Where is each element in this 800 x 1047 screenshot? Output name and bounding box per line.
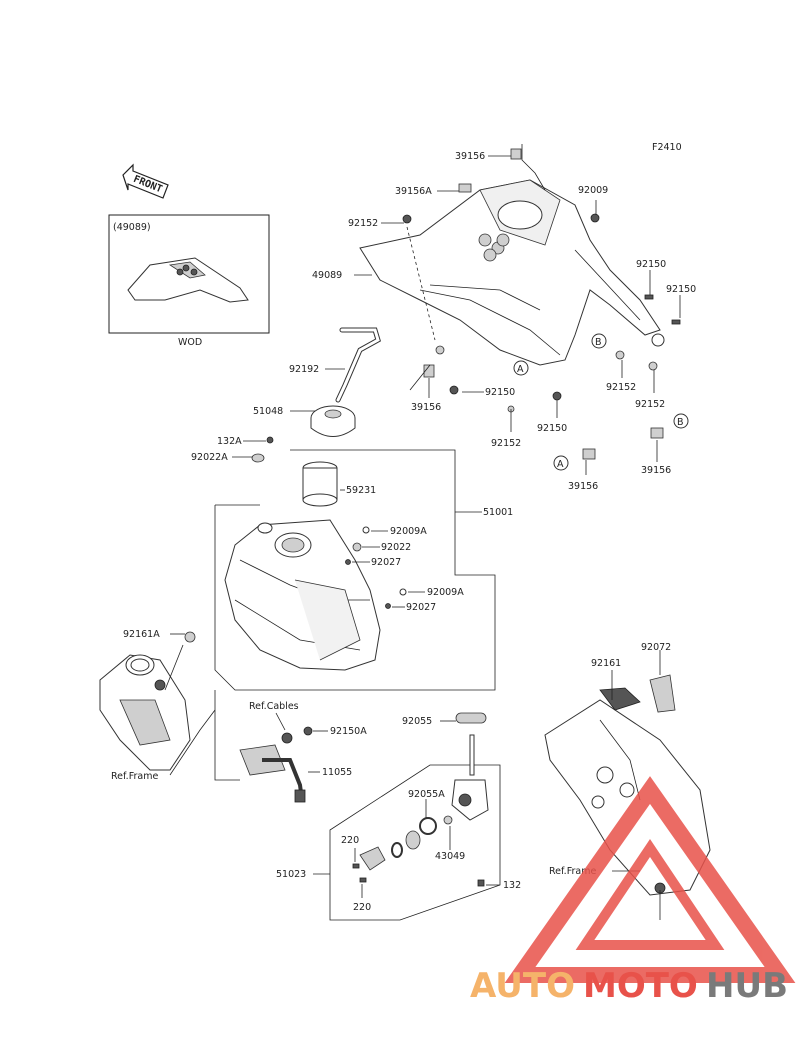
label-ref-cables: Ref.Cables: [249, 701, 299, 712]
callout-A2: A: [553, 455, 569, 471]
label-51023: 51023: [276, 869, 306, 880]
label-92150A: 92150A: [330, 726, 367, 737]
fasteners: [184, 213, 681, 744]
inset-title: (49089): [113, 222, 151, 233]
label-92161A: 92161A: [123, 629, 160, 640]
label-92192: 92192: [289, 364, 319, 375]
label-92150: 92150: [485, 387, 515, 398]
shroud-49089: [359, 179, 661, 366]
svg-text:A: A: [517, 364, 524, 375]
label-92022: 92022: [381, 542, 411, 553]
label-92027: 92027: [371, 557, 401, 568]
svg-text:A: A: [557, 459, 564, 470]
front-arrow-icon: FRONT: [122, 163, 169, 199]
fuel-cap: [310, 405, 356, 437]
leader-lines: [164, 144, 681, 920]
clips: [423, 148, 664, 460]
label-49089: 49089: [312, 270, 342, 281]
label-132: 132: [503, 880, 521, 891]
label-92009: 92009: [578, 185, 608, 196]
svg-text:B: B: [677, 417, 684, 428]
label-39156: 39156: [641, 465, 671, 476]
label-92161: 92161: [591, 658, 621, 669]
label-92055A: 92055A: [408, 789, 445, 800]
label-43049: 43049: [435, 851, 465, 862]
fuel-tank: [224, 519, 381, 671]
label-220: 220: [353, 902, 371, 913]
callout-B1: B: [591, 333, 607, 349]
label-220: 220: [341, 835, 359, 846]
label-92009A: 92009A: [427, 587, 464, 598]
watermark-auto: AUTO: [470, 966, 575, 1006]
watermark-hub: HUB: [706, 966, 788, 1006]
shroud-drawing: [127, 257, 249, 303]
inset-box: (49089) WOD: [108, 214, 270, 348]
part-labels: 39156 39156A 92009 92152 49089 92150 921…: [111, 151, 696, 913]
right-frame: [544, 674, 711, 896]
label-92152: 92152: [491, 438, 521, 449]
figure-code: F2410: [652, 142, 682, 153]
cable-11055: [239, 744, 306, 803]
label-59231: 59231: [346, 485, 376, 496]
left-frame: [99, 654, 191, 771]
petcock-assembly: [329, 712, 501, 921]
label-39156: 39156: [568, 481, 598, 492]
kit-bracket-51001: [214, 449, 496, 691]
label-11055: 11055: [322, 767, 352, 778]
inset-caption: WOD: [178, 337, 202, 348]
filter-59231: [302, 461, 338, 507]
label-92152: 92152: [635, 399, 665, 410]
svg-text:B: B: [595, 337, 602, 348]
label-92022A: 92022A: [191, 452, 228, 463]
label-92152: 92152: [348, 218, 378, 229]
watermark-logo: AUTO MOTO HUB: [470, 776, 796, 1006]
label-92150: 92150: [537, 423, 567, 434]
label-ref-frame: Ref.Frame: [111, 771, 158, 782]
watermark-triangle-icon: [504, 776, 796, 983]
label-51001: 51001: [483, 507, 513, 518]
label-92150: 92150: [636, 259, 666, 270]
label-39156A: 39156A: [395, 186, 432, 197]
label-92072: 92072: [641, 642, 671, 653]
callout-B2: B: [673, 413, 689, 429]
label-132A: 132A: [217, 436, 242, 447]
label-ref-frame: Ref.Frame: [549, 866, 596, 877]
label-92150: 92150: [666, 284, 696, 295]
label-39156: 39156: [411, 402, 441, 413]
label-51048: 51048: [253, 406, 283, 417]
callout-A1: A: [513, 360, 529, 376]
label-92009A: 92009A: [390, 526, 427, 537]
label-92152: 92152: [606, 382, 636, 393]
label-39156: 39156: [455, 151, 485, 162]
label-92027: 92027: [406, 602, 436, 613]
watermark-moto: MOTO: [583, 966, 698, 1006]
label-92055: 92055: [402, 716, 432, 727]
